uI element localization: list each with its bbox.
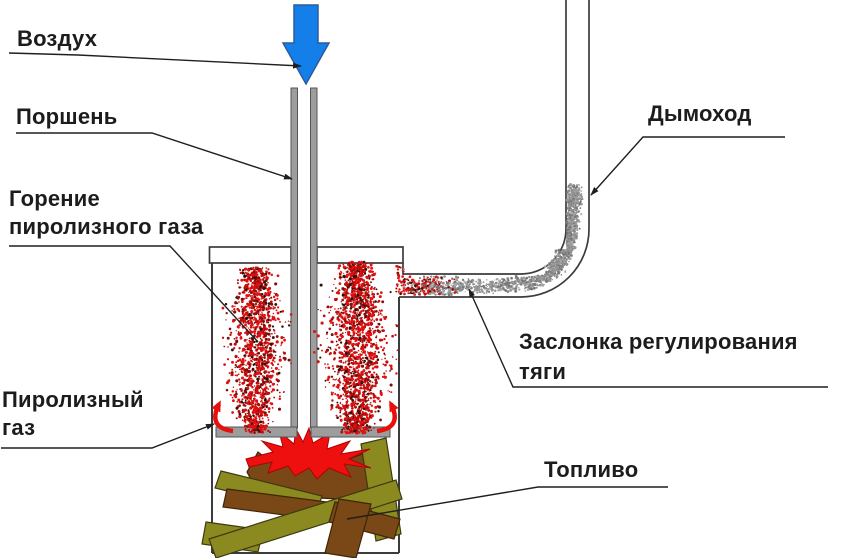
label-fuel-text: Топливо (544, 457, 639, 482)
pipe-wall-right (310, 87, 318, 429)
label-combustion-line1: Горение (9, 186, 100, 211)
gas-up-arrow-left-icon (211, 400, 234, 434)
label-air: Воздух (17, 25, 97, 53)
air-flow-arrow-icon (281, 4, 331, 86)
duct-outer-line (399, 0, 590, 298)
leader-piston (16, 132, 293, 180)
top-plate-right (316, 246, 404, 264)
label-piston: Поршень (16, 103, 117, 131)
leader-combustion (9, 245, 259, 343)
label-combustion: Горение пиролизного газа (9, 185, 203, 241)
label-pyrolysis-gas-line2: газ (2, 415, 36, 440)
combustion-speckles-left (221, 266, 293, 434)
leader-air (8, 52, 302, 69)
pyrolysis-gas-arrows (211, 400, 399, 434)
leader-damper (468, 288, 828, 388)
label-combustion-line2: пиролизного газа (9, 214, 204, 239)
leader-chimney (590, 136, 785, 196)
label-chimney: Дымоход (648, 100, 752, 128)
leader-fuel (346, 486, 668, 520)
label-pyrolysis-gas: Пиролизный газ (2, 386, 144, 442)
label-damper-line2: тяги (519, 359, 567, 384)
label-piston-text: Поршень (16, 104, 118, 129)
gas-up-arrow-right-icon (376, 400, 399, 434)
smoke-speckles (406, 183, 584, 296)
top-plates (208, 246, 404, 264)
pipe-wall-left (290, 87, 298, 429)
label-pyrolysis-gas-line1: Пиролизный (2, 387, 144, 412)
leader-lines (1, 52, 828, 520)
label-chimney-text: Дымоход (648, 101, 752, 126)
wood-piece (324, 498, 372, 558)
label-damper-line1: Заслонка регулирования (519, 329, 798, 354)
label-damper: Заслонка регулирования тяги (519, 327, 798, 387)
leader-pyrolysis-gas (1, 423, 215, 449)
wood-piece (208, 479, 403, 558)
label-fuel: Топливо (544, 456, 638, 484)
combustion-speckles-right (312, 260, 460, 435)
top-plate-left (208, 246, 292, 264)
label-air-text: Воздух (17, 26, 98, 51)
duct-inner-line (402, 0, 567, 275)
